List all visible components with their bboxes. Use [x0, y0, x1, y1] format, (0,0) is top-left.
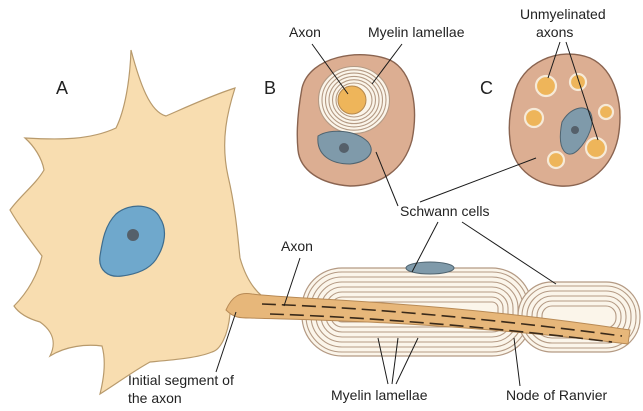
- nucleolus-c: [571, 126, 579, 134]
- label-unmyelinated-1: Unmyelinated: [520, 6, 606, 22]
- panel-label-c: C: [480, 78, 493, 98]
- label-axon-main: Axon: [281, 238, 313, 254]
- nucleolus-b: [339, 143, 349, 153]
- unmyelinated-axon: [536, 76, 556, 96]
- unmyelinated-axon: [586, 138, 606, 158]
- label-initial-segment-1: Initial segment of: [128, 372, 234, 388]
- unmyelinated-axon: [525, 109, 543, 127]
- unmyelinated-axon: [570, 74, 586, 90]
- unmyelinated-axon: [599, 105, 613, 119]
- schwann-nucleus: [406, 262, 454, 274]
- label-myelin-lamellae-bottom: Myelin lamellae: [331, 387, 428, 403]
- panel-label-a: A: [56, 78, 68, 98]
- leader-schwann-c: [420, 158, 536, 202]
- nucleolus: [127, 229, 139, 241]
- label-schwann-cells: Schwann cells: [400, 203, 490, 219]
- neuron-cell-body: [10, 50, 262, 394]
- label-myelin-lamellae-b: Myelin lamellae: [368, 24, 465, 40]
- label-unmyelinated-2: axons: [536, 24, 573, 40]
- schwann-nucleus-on-sheath: [406, 262, 454, 274]
- panel-label-b: B: [264, 78, 276, 98]
- label-node-of-ranvier: Node of Ranvier: [506, 387, 608, 403]
- axon-b: [338, 86, 366, 114]
- panel-b-schwann-cell: [297, 55, 414, 186]
- label-initial-segment-2: the axon: [128, 390, 182, 406]
- unmyelinated-axon: [548, 152, 564, 168]
- panel-c-schwann-cell: [509, 54, 620, 186]
- label-axon-b: Axon: [289, 24, 321, 40]
